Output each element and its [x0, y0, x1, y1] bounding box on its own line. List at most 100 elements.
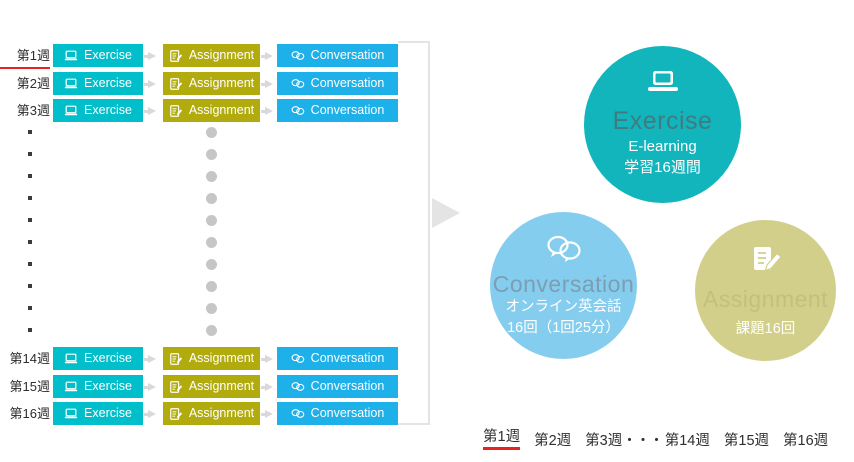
week-label: 第3週 — [16, 103, 50, 118]
arrow-right-icon — [148, 107, 156, 115]
arrow-right-icon — [265, 52, 273, 60]
chip-conversation-label: Conversation — [310, 379, 385, 393]
chip-assignment[interactable]: Assignment — [163, 44, 260, 67]
week-label: 第2週 — [16, 76, 50, 91]
speech-bubbles-icon — [291, 352, 305, 366]
legend-week-3[interactable]: 第3週 — [585, 433, 623, 449]
note-pencil-icon — [169, 49, 183, 63]
bubble-exercise[interactable]: Exercise E-learning 学習16週間 — [584, 46, 741, 203]
chip-conversation-label: Conversation — [310, 103, 385, 117]
schedule-row-week-2: 第2週 Exercise Assignment Conversation — [0, 72, 400, 95]
laptop-icon — [64, 407, 78, 421]
note-pencil-icon — [169, 407, 183, 421]
bubble-assignment-title: Assignment — [702, 286, 829, 312]
note-pencil-icon — [169, 352, 183, 366]
arrow-right-icon-stem — [144, 109, 150, 113]
arrow-right-icon — [265, 355, 273, 363]
arrow-right-icon-stem — [144, 357, 150, 361]
speech-bubbles-icon — [291, 407, 305, 421]
arrow-right-icon — [148, 52, 156, 60]
chip-exercise[interactable]: Exercise — [53, 375, 143, 398]
weekly-schedule-panel: 第1週 Exercise Assignment Conversation 第2週… — [0, 41, 460, 425]
chip-assignment-label: Assignment — [188, 76, 255, 90]
chip-conversation[interactable]: Conversation — [277, 44, 398, 67]
schedule-group-bracket — [398, 41, 430, 425]
chip-exercise[interactable]: Exercise — [53, 44, 143, 67]
note-pencil-icon — [169, 104, 183, 118]
bubble-conversation-sub2: 16回（1回25分） — [507, 320, 620, 337]
legend-week-14[interactable]: 第14週 — [664, 433, 710, 449]
schedule-row-week-16: 第16週 Exercise Assignment Conversation — [0, 402, 400, 425]
week-label: 第15週 — [9, 379, 50, 394]
week-label: 第16週 — [9, 406, 50, 421]
schedule-row-week-15: 第15週 Exercise Assignment Conversation — [0, 375, 400, 398]
chip-assignment-label: Assignment — [188, 351, 255, 365]
arrow-right-icon — [265, 383, 273, 391]
arrow-right-icon — [148, 410, 156, 418]
arrow-right-icon — [148, 80, 156, 88]
chip-conversation-label: Conversation — [310, 76, 385, 90]
laptop-icon — [64, 380, 78, 394]
legend-week-16[interactable]: 第16週 — [783, 433, 829, 449]
arrow-right-icon — [148, 355, 156, 363]
arrow-right-icon-stem — [261, 82, 267, 86]
legend-separator: ・・・ — [622, 433, 663, 449]
chip-conversation-label: Conversation — [310, 351, 385, 365]
laptop-icon — [64, 77, 78, 91]
legend-week-2[interactable]: 第2週 — [534, 433, 572, 449]
chip-exercise-label: Exercise — [84, 351, 132, 365]
week-label: 第1週 — [0, 44, 50, 69]
note-pencil-icon — [169, 380, 183, 394]
chip-exercise-label: Exercise — [84, 379, 132, 393]
chip-exercise-label: Exercise — [84, 103, 132, 117]
bubble-assignment[interactable]: Assignment 課題16回 — [695, 220, 836, 361]
chip-exercise-label: Exercise — [84, 406, 132, 420]
chip-assignment-label: Assignment — [188, 103, 255, 117]
chip-assignment[interactable]: Assignment — [163, 375, 260, 398]
chip-exercise[interactable]: Exercise — [53, 347, 143, 370]
chip-exercise[interactable]: Exercise — [53, 402, 143, 425]
chip-conversation[interactable]: Conversation — [277, 99, 398, 122]
speech-bubbles-icon — [291, 104, 305, 118]
chip-conversation[interactable]: Conversation — [277, 375, 398, 398]
laptop-icon — [64, 352, 78, 366]
chip-conversation-label: Conversation — [310, 48, 385, 62]
arrow-right-icon-stem — [261, 54, 267, 58]
bubble-conversation-title: Conversation — [492, 271, 635, 297]
laptop-icon — [64, 49, 78, 63]
schedule-row-week-14: 第14週 Exercise Assignment Conversation — [0, 347, 400, 370]
schedule-row-week-1: 第1週 Exercise Assignment Conversation — [0, 44, 400, 69]
chip-assignment-label: Assignment — [188, 379, 255, 393]
summary-bubbles-panel: Exercise E-learning 学習16週間 Conversation … — [470, 0, 854, 462]
arrow-right-icon-stem — [144, 82, 150, 86]
legend-week-15[interactable]: 第15週 — [723, 433, 770, 449]
arrow-right-icon-stem — [261, 385, 267, 389]
note-pencil-icon — [169, 77, 183, 91]
chip-assignment[interactable]: Assignment — [163, 72, 260, 95]
chip-conversation[interactable]: Conversation — [277, 402, 398, 425]
speech-bubbles-icon — [291, 380, 305, 394]
arrow-right-icon — [265, 410, 273, 418]
schedule-row-week-3: 第3週 Exercise Assignment Conversation — [0, 99, 400, 122]
laptop-icon — [64, 104, 78, 118]
arrow-right-icon — [148, 383, 156, 391]
arrow-right-icon-stem — [144, 412, 150, 416]
bubble-exercise-sub1: E-learning — [628, 137, 697, 155]
big-arrow-right-icon — [432, 198, 460, 228]
chip-conversation[interactable]: Conversation — [277, 72, 398, 95]
chip-assignment[interactable]: Assignment — [163, 99, 260, 122]
chip-assignment-label: Assignment — [188, 48, 255, 62]
chip-conversation-label: Conversation — [310, 406, 385, 420]
bubble-exercise-title: Exercise — [612, 107, 713, 135]
legend-week-1[interactable]: 第1週 — [483, 425, 521, 450]
chip-assignment[interactable]: Assignment — [163, 402, 260, 425]
chip-exercise[interactable]: Exercise — [53, 99, 143, 122]
chip-exercise[interactable]: Exercise — [53, 72, 143, 95]
laptop-icon — [645, 69, 681, 104]
chip-assignment[interactable]: Assignment — [163, 347, 260, 370]
arrow-right-icon — [265, 80, 273, 88]
chip-exercise-label: Exercise — [84, 48, 132, 62]
bubble-conversation[interactable]: Conversation オンライン英会話 16回（1回25分） — [490, 212, 637, 359]
arrow-right-icon-stem — [144, 385, 150, 389]
chip-conversation[interactable]: Conversation — [277, 347, 398, 370]
